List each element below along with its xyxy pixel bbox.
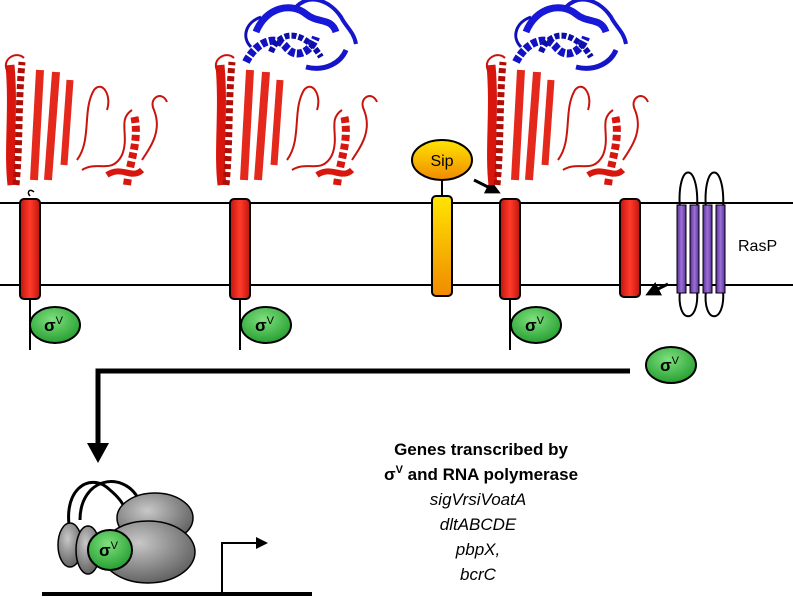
genes-title-line1: Genes transcribed by bbox=[394, 440, 568, 459]
red-ribbon-protein-icon bbox=[216, 55, 377, 185]
rasp-protease: RasP bbox=[645, 171, 777, 318]
sip-cleavage-arrow bbox=[473, 178, 501, 194]
blue-ribbon-protein-icon bbox=[516, 0, 626, 68]
anti-sigma-transmembrane bbox=[499, 198, 521, 300]
sip-protease: Sip bbox=[411, 139, 501, 297]
promoter-arrow-icon bbox=[221, 537, 268, 592]
anti-sigma-transmembrane bbox=[19, 198, 41, 300]
pathway-arrowhead bbox=[87, 443, 109, 463]
red-ribbon-protein-icon bbox=[487, 55, 648, 185]
gene-item: sigVrsiVoatA bbox=[430, 490, 526, 509]
svg-text:σV: σV bbox=[44, 315, 64, 335]
gene-item: bcrC bbox=[460, 565, 497, 584]
anti-sigma-complex-3: σV bbox=[487, 0, 648, 350]
gene-item: pbpX, bbox=[455, 540, 500, 559]
svg-text:σV: σV bbox=[660, 355, 680, 375]
svg-text:σV: σV bbox=[99, 540, 119, 560]
anti-sigma-transmembrane bbox=[229, 198, 251, 300]
rasp-label: RasP bbox=[738, 238, 777, 255]
rna-polymerase-icon: σV bbox=[57, 480, 196, 584]
sip-transmembrane bbox=[431, 195, 453, 297]
svg-text:σV: σV bbox=[255, 315, 275, 335]
anti-sigma-complex-1: σV bbox=[6, 55, 167, 350]
genes-text-block: Genes transcribed by σV and RNA polymera… bbox=[384, 440, 578, 584]
pathway-arrow bbox=[95, 368, 630, 445]
genes-title-line2: σV and RNA polymerase bbox=[384, 464, 578, 484]
cleaved-anti-sigma-fragment bbox=[619, 198, 641, 298]
sigma-v-1: σV bbox=[29, 306, 81, 344]
blue-ribbon-protein-icon bbox=[246, 0, 356, 68]
sigma-v-bound: σV bbox=[87, 529, 133, 571]
svg-text:σV: σV bbox=[525, 315, 545, 335]
anti-sigma-complex-2: σV bbox=[216, 0, 377, 350]
rasp-cleavage-arrow bbox=[645, 281, 669, 296]
gene-item: dltABCDE bbox=[440, 515, 517, 534]
red-ribbon-protein-icon bbox=[6, 55, 167, 185]
sigma-v-3: σV bbox=[510, 306, 562, 344]
sip-label: Sip bbox=[430, 153, 453, 170]
released-sigma-v: σV bbox=[645, 346, 697, 384]
sigma-v-2: σV bbox=[240, 306, 292, 344]
